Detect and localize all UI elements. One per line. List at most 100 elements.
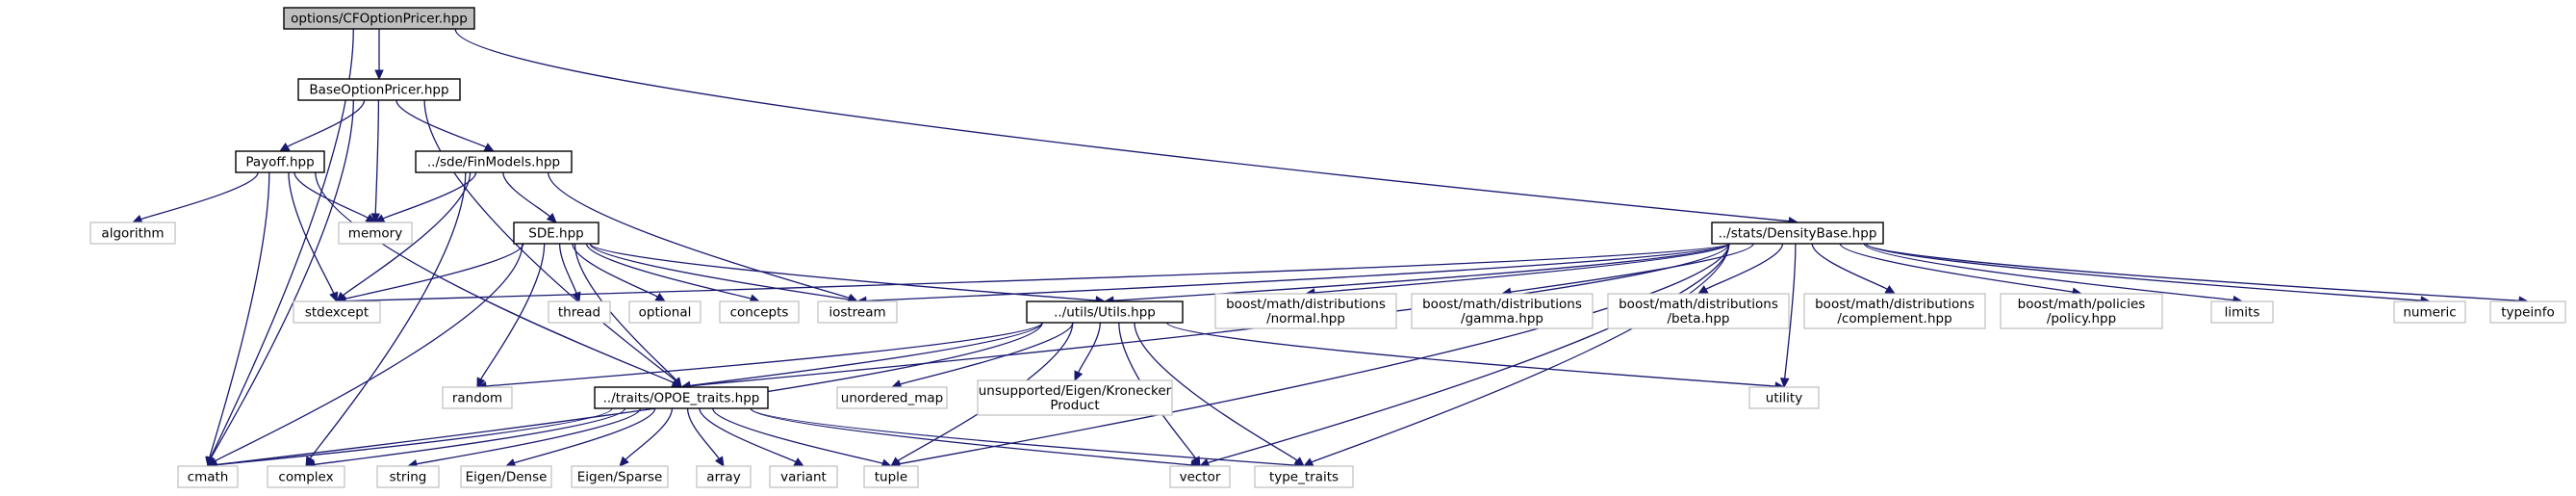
node-box-cmath <box>177 465 239 488</box>
edge-base-to-cmath <box>210 99 354 458</box>
arrowhead-density-to-complement <box>1884 284 1897 295</box>
edge-sde-to-iostream <box>589 243 850 300</box>
nodes-layer: options/CFOptionPricer.hppBaseOptionPric… <box>89 7 2566 488</box>
node-utils[interactable]: ../utils/Utils.hpp <box>1026 300 1184 324</box>
node-label-variant: variant <box>780 470 827 485</box>
arrowhead-base-to-memory <box>370 213 380 224</box>
node-box-numeric <box>2393 300 2466 324</box>
node-label-normal-line1: boost/math/distributions <box>1226 297 1386 312</box>
node-complex: complex <box>267 465 345 488</box>
node-box-memory <box>338 222 413 245</box>
edge-density-to-utils <box>1112 243 1730 301</box>
arrowhead-sde-to-traits <box>672 377 682 388</box>
edge-traits-to-tuple <box>712 407 883 464</box>
edges-layer <box>131 28 2530 470</box>
edge-traits-to-complex <box>314 407 626 466</box>
edge-sde-to-random <box>480 243 546 380</box>
node-random: random <box>442 386 513 409</box>
edge-base-to-finmodels <box>395 99 487 148</box>
arrowhead-utils-to-kronecker <box>1074 370 1084 382</box>
node-box-gamma <box>1411 293 1594 329</box>
node-label-complement-line1: boost/math/distributions <box>1815 297 1975 312</box>
node-label-base: BaseOptionPricer.hpp <box>309 83 448 98</box>
edge-finmodels-to-complex <box>309 171 467 459</box>
node-sde[interactable]: SDE.hpp <box>513 222 599 245</box>
node-label-eigendense: Eigen/Dense <box>466 470 548 485</box>
edge-sde-to-traits <box>574 243 677 381</box>
node-box-type_traits <box>1254 465 1354 488</box>
node-box-eigensparse <box>571 465 669 488</box>
node-label-density: ../stats/DensityBase.hpp <box>1719 226 1877 242</box>
node-numeric: numeric <box>2393 300 2466 324</box>
node-label-algorithm: algorithm <box>101 226 164 242</box>
edge-utils-to-kronecker <box>1078 322 1101 374</box>
edge-sde-to-thread <box>558 243 577 294</box>
edge-sde-to-cmath <box>214 243 523 462</box>
node-label-beta-line2: /beta.hpp <box>1668 311 1730 326</box>
edge-utils-to-type_traits <box>1134 322 1298 461</box>
edge-density-to-type_traits <box>1311 243 1730 463</box>
arrowhead-base-to-finmodels <box>483 143 496 152</box>
edge-sde-to-stdexcept <box>344 243 524 300</box>
edge-density-to-numeric <box>1865 243 2422 301</box>
node-payoff[interactable]: Payoff.hpp <box>235 150 325 173</box>
node-box-sde <box>513 222 599 245</box>
node-label-vector: vector <box>1180 470 1221 485</box>
node-base[interactable]: BaseOptionPricer.hpp <box>297 78 461 101</box>
node-label-cfop: options/CFOptionPricer.hpp <box>291 12 468 27</box>
node-box-array <box>696 465 752 488</box>
node-density[interactable]: ../stats/DensityBase.hpp <box>1711 222 1884 245</box>
arrowhead-payoff-to-memory <box>365 213 377 223</box>
edge-finmodels-to-sde <box>502 171 550 218</box>
edge-density-to-iostream <box>865 243 1730 302</box>
node-label-normal-line2: /normal.hpp <box>1266 311 1345 326</box>
arrowhead-utils-to-tuple <box>890 457 902 467</box>
node-label-typeinfo: typeinfo <box>2501 305 2554 321</box>
node-string: string <box>376 465 440 488</box>
arrowhead-density-to-beta <box>1696 285 1709 295</box>
node-traits[interactable]: ../traits/OPOE_traits.hpp <box>594 386 769 409</box>
node-box-complex <box>267 465 345 488</box>
node-box-iostream <box>817 300 898 324</box>
node-tuple: tuple <box>863 465 919 488</box>
node-type_traits: type_traits <box>1254 465 1354 488</box>
node-label-thread: thread <box>558 305 600 321</box>
node-normal: boost/math/distributions/normal.hpp <box>1214 293 1397 329</box>
node-box-limits <box>2210 300 2274 324</box>
edge-utils-to-cmath <box>216 322 1043 466</box>
node-box-variant <box>769 465 838 488</box>
node-label-concepts: concepts <box>730 305 789 321</box>
arrowhead-density-to-vector <box>1198 457 1211 467</box>
edge-utils-to-traits <box>689 322 1043 387</box>
node-box-kronecker <box>977 379 1173 416</box>
edge-payoff-to-cmath <box>209 171 270 458</box>
node-policy: boost/math/policies/policy.hpp <box>2000 293 2163 329</box>
node-cfop[interactable]: options/CFOptionPricer.hpp <box>283 7 475 30</box>
arrowhead-payoff-to-algorithm <box>131 214 143 223</box>
node-variant: variant <box>769 465 838 488</box>
node-finmodels[interactable]: ../sde/FinModels.hpp <box>415 150 573 173</box>
node-label-sde: SDE.hpp <box>528 226 583 242</box>
edge-utils-to-unordered_map <box>900 322 1074 385</box>
edge-base-to-payoff <box>287 99 366 147</box>
node-label-traits: ../traits/OPOE_traits.hpp <box>603 391 760 406</box>
arrowhead-density-to-utility <box>1779 378 1790 389</box>
node-box-stdexcept <box>293 300 381 324</box>
edge-sde-to-utils <box>589 243 1097 301</box>
node-box-policy <box>2000 293 2163 329</box>
node-memory: memory <box>338 222 413 245</box>
edge-utils-to-random <box>485 322 1043 387</box>
node-box-cfop <box>283 7 475 30</box>
node-box-normal <box>1214 293 1397 329</box>
node-label-numeric: numeric <box>2403 305 2456 321</box>
node-box-beta <box>1607 293 1790 329</box>
arrowhead-payoff-to-stdexcept <box>329 291 339 303</box>
edge-density-to-traits <box>689 243 1730 387</box>
node-label-tuple: tuple <box>875 470 907 485</box>
node-label-complement-line2: /complement.hpp <box>1837 311 1951 326</box>
edge-sde-to-concepts <box>585 243 752 300</box>
edge-sde-to-optional <box>572 243 658 298</box>
node-box-payoff <box>235 150 325 173</box>
